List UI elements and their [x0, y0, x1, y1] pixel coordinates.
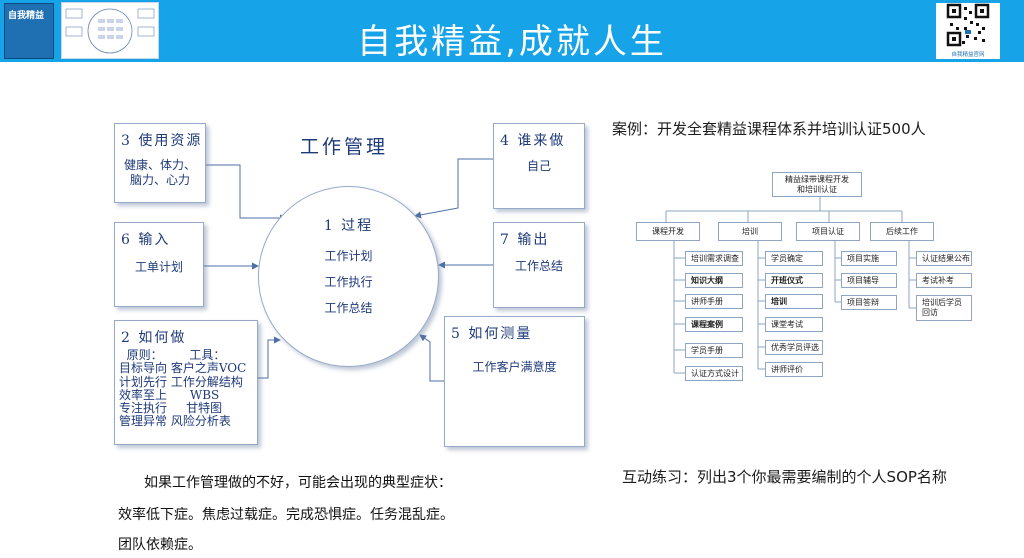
org-item: 项目辅导 — [841, 273, 897, 288]
input-heading: 6 输入 — [121, 232, 171, 248]
page-title: 自我精益,成就人生 — [357, 22, 667, 62]
output-box: 7 输出 工作总结 — [493, 222, 585, 308]
org-item: 讲师手册 — [685, 294, 743, 309]
qr-code-label: 自我精益官网 — [951, 52, 985, 58]
how-line: 管理异常 风险分析表 — [119, 414, 231, 429]
org-item: 项目答辩 — [841, 295, 897, 310]
symptoms-intro: 如果工作管理做的不好，可能会出现的典型症状： — [144, 475, 452, 491]
resources-line-2: 脑力、心力 — [129, 173, 190, 187]
process-item: 工作执行 — [324, 275, 373, 289]
who-heading: 4 谁来做 — [500, 133, 566, 149]
org-item: 认证方式设计 — [685, 366, 743, 381]
book-cover-image: 自我精益 — [4, 3, 54, 59]
case-title: 案例：开发全套精益课程体系并培训认证500人 — [612, 120, 926, 138]
org-item: 培训需求调查 — [685, 251, 743, 266]
input-content: 工单计划 — [134, 260, 183, 274]
org-root-line: 精益绿带课程开发 — [785, 174, 849, 184]
who-content: 自己 — [526, 159, 551, 173]
org-item: 知识大纲 — [685, 273, 743, 288]
symptoms-list: 效率低下症。焦虑过载症。完成恐惧症。任务混乱症。 — [118, 507, 454, 523]
input-box: 6 输入 工单计划 — [114, 222, 204, 307]
how-line: 专注执行 甘特图 — [119, 401, 223, 416]
how-line: 目标导向 客户之声VOC — [119, 361, 247, 376]
arrow-measure-to-process — [419, 334, 445, 382]
process-heading: 1 过程 — [323, 218, 374, 234]
process-circle: 1 过程 工作计划 工作执行 工作总结 — [258, 186, 439, 367]
how-box: 2 如何做 原则： 工具： 目标导向 客户之声VOC 计划先行 工作分解结构 效… — [114, 320, 258, 445]
how-content: 原则： 工具： 目标导向 客户之声VOC 计划先行 工作分解结构 效率至上 WB… — [119, 348, 247, 429]
measure-content: 工作客户满意度 — [472, 360, 557, 374]
org-root-box: 精益绿带课程开发和培训认证 — [772, 172, 862, 197]
header-banner: 自我精益 自我精益,成就人生 — [0, 0, 1024, 62]
exercise-prompt: 互动练习：列出3个你最需要编制的个人SOP名称 — [622, 468, 947, 486]
org-item: 开班仪式 — [765, 273, 823, 288]
output-content: 工作总结 — [514, 259, 563, 273]
arrow-how-to-process — [258, 336, 281, 379]
org-item: 讲师评价 — [765, 362, 823, 377]
org-branch-followup: 后续工作 — [870, 222, 934, 241]
how-heading: 2 如何做 — [121, 330, 187, 346]
org-item: 培训 — [765, 294, 823, 309]
org-item: 考试补考 — [916, 273, 972, 288]
who-box: 4 谁来做 自己 — [493, 123, 585, 209]
book-cover-title: 自我精益 — [8, 11, 45, 21]
org-branch-training: 培训 — [718, 222, 782, 241]
process-item: 工作计划 — [324, 249, 373, 263]
org-root-line: 和培训认证 — [797, 184, 837, 194]
output-heading: 7 输出 — [500, 232, 550, 248]
org-branch-certification: 项目认证 — [796, 222, 860, 241]
org-item: 学员确定 — [765, 251, 823, 266]
qr-code-image: 自我精益官网 — [936, 3, 1000, 59]
qr-code-icon — [946, 3, 990, 47]
arrow-resources-to-process — [205, 164, 287, 222]
org-item-line: 回访 — [922, 308, 938, 317]
org-item: 认证结果公布 — [916, 251, 972, 266]
org-item: 项目实施 — [841, 251, 897, 266]
measure-heading: 5 如何测量 — [451, 326, 533, 342]
diagram-thumbnail — [61, 2, 159, 59]
org-item: 优秀学员评选 — [765, 340, 823, 355]
org-item: 课程案例 — [685, 317, 743, 332]
symptoms-list-cont: 团队依赖症。 — [118, 537, 202, 553]
org-branch-course-dev: 课程开发 — [636, 222, 700, 241]
org-item: 培训后学员回访 — [916, 295, 972, 321]
resources-box: 3 使用资源 健康、体力、 脑力、心力 — [114, 123, 206, 203]
org-item: 学员手册 — [685, 343, 743, 358]
how-line: 效率至上 WBS — [119, 387, 220, 402]
how-line: 计划先行 工作分解结构 — [119, 374, 243, 389]
measure-box: 5 如何测量 工作客户满意度 — [444, 316, 585, 447]
arrow-who-to-process — [414, 158, 494, 219]
how-line: 原则： 工具： — [119, 348, 226, 362]
diagram-title: 工作管理 — [300, 136, 389, 158]
org-item-line: 培训后学员 — [922, 298, 962, 307]
resources-line-1: 健康、体力、 — [123, 158, 196, 172]
resources-heading: 3 使用资源 — [121, 133, 203, 149]
org-item: 课堂考试 — [765, 317, 823, 332]
process-item: 工作总结 — [324, 301, 373, 315]
